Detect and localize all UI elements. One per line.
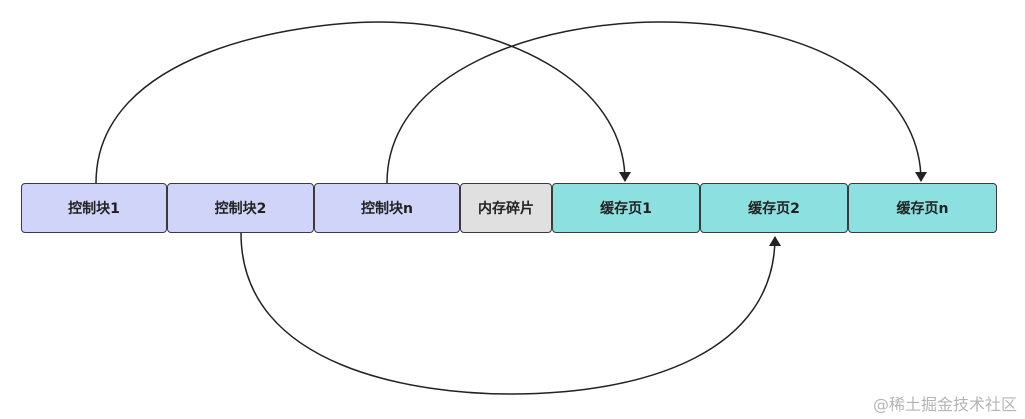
arrow-control1-to-cache1 <box>95 21 631 184</box>
control-block-2-label: 控制块2 <box>214 201 267 217</box>
arrow-control2-to-cache2 <box>240 232 781 395</box>
control-block-2: 控制块2 <box>167 183 314 233</box>
memory-fragment-label: 内存碎片 <box>478 201 534 217</box>
cache-page-1-label: 缓存页1 <box>600 201 652 217</box>
watermark: @稀土掘金技术社区 <box>872 395 1017 414</box>
arrow-controln-to-cachen <box>386 21 927 184</box>
cache-page-2-label: 缓存页2 <box>748 201 800 217</box>
control-block-n: 控制块n <box>314 183 460 233</box>
control-block-1-label: 控制块1 <box>68 201 120 217</box>
cache-page-1: 缓存页1 <box>552 183 700 233</box>
memory-fragment-block: 内存碎片 <box>460 183 552 233</box>
cache-page-n-label: 缓存页n <box>896 201 949 217</box>
cache-page-2: 缓存页2 <box>700 183 848 233</box>
cache-page-n: 缓存页n <box>848 183 997 233</box>
control-block-n-label: 控制块n <box>361 201 413 217</box>
control-block-1: 控制块1 <box>21 183 167 233</box>
